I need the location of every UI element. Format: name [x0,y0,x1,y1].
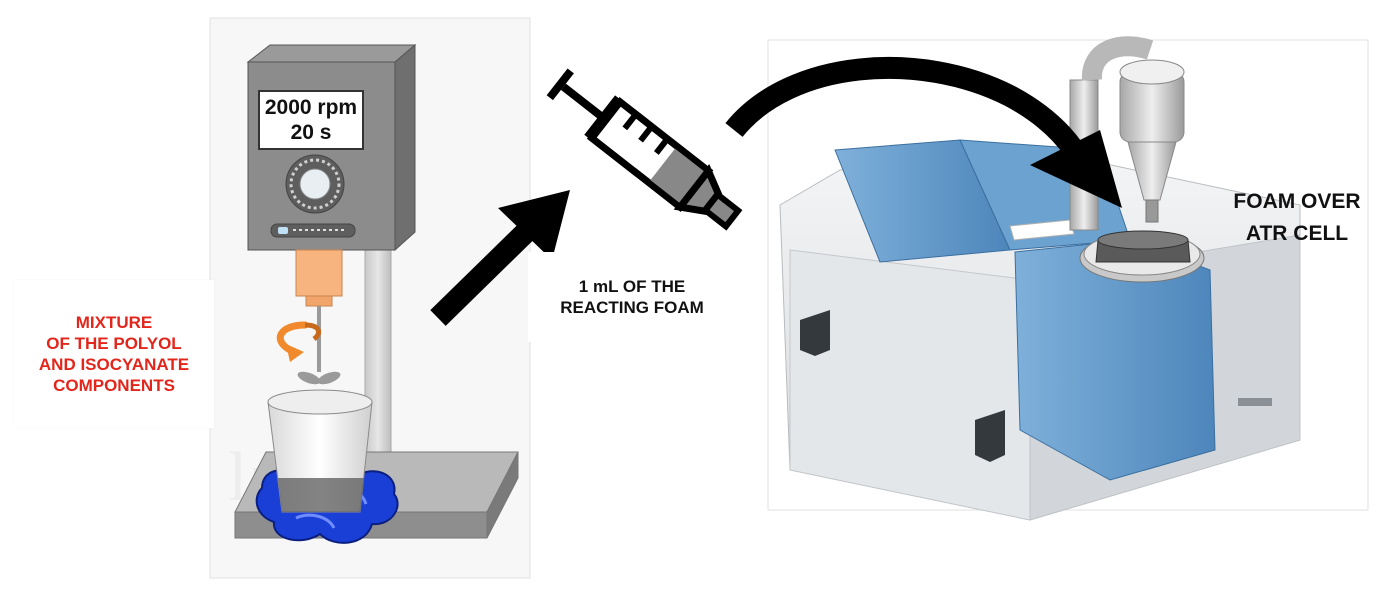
mixer-stand-icon: lab nt [209,17,531,579]
mixture-label-line-1: MIXTURE [75,312,153,332]
mixture-label: MIXTURE OF THE POLYOL AND ISOCYANATE COM… [14,280,214,428]
syringe-icon [546,68,743,231]
atr-label-line-2: ATR CELL [1245,221,1349,245]
display-time: 20 s [290,121,332,145]
mixture-label-line-2: OF THE POLYOL [46,333,182,353]
atr-label: FOAM OVER ATR CELL [1212,186,1382,249]
straight-arrow-icon [430,190,570,326]
curved-arrow-icon [725,56,1122,208]
syringe-label-line-2: REACTING FOAM [560,298,704,317]
display-speed: 2000 rpm [264,96,358,119]
mixer-display: 2000 rpm 20 s [262,95,360,145]
mixture-label-line-3: AND ISOCYANATE [38,355,190,374]
mixture-label-line-4: COMPONENTS [53,376,175,396]
atr-label-line-1: FOAM OVER [1233,190,1361,213]
ftir-instrument-icon [767,36,1369,521]
syringe-label-line-1: 1 mL OF THE [578,276,686,296]
syringe-label: 1 mL OF THE REACTING FOAM [528,252,736,342]
rotation-arrow-icon [276,321,322,362]
